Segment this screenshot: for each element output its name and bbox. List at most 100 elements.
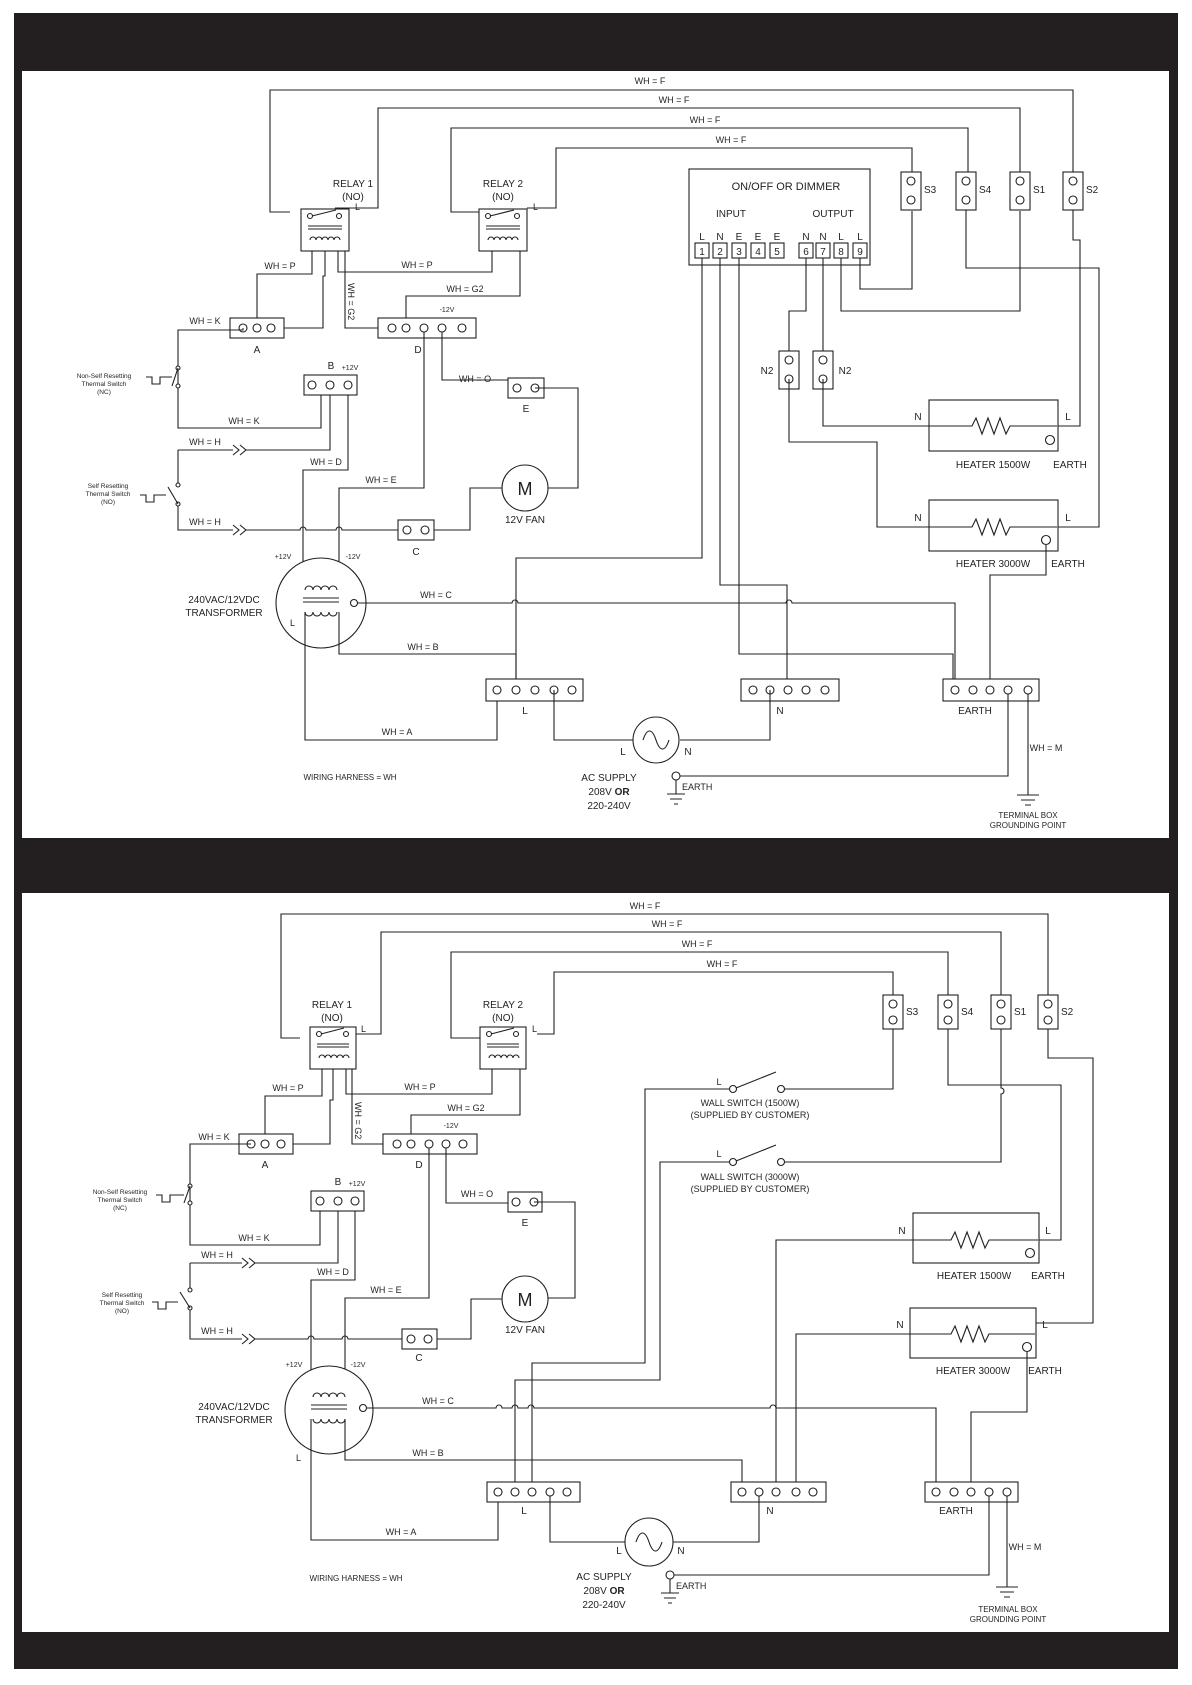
fan-symbol: M: [518, 479, 533, 499]
label2-wh-g2-vertical: WH = G2: [353, 1102, 363, 1139]
relay2-1-title: RELAY 1: [312, 1000, 353, 1011]
transformer-l: L: [290, 618, 295, 628]
ground-line2: GROUNDING POINT: [990, 821, 1067, 830]
wire-wh-f-4: [527, 147, 913, 209]
relay2-2-sub: (NO): [492, 1013, 514, 1024]
heater3000-earth: EARTH: [1051, 559, 1085, 570]
heater1500-n: N: [914, 412, 921, 423]
wall3000-l: L: [716, 1149, 721, 1159]
wire-out-9: [859, 211, 913, 290]
label2-wh-p-1: WH = P: [272, 1083, 303, 1093]
strip-earth-label: EARTH: [958, 706, 992, 717]
dimmer-pin-box: [769, 242, 785, 259]
wire-dimmer-n-in: [719, 258, 788, 690]
transformer2-l: L: [296, 1453, 301, 1463]
heater-1500w: N L HEATER 1500W EARTH: [914, 399, 1087, 471]
fan-motor: M 12V FAN: [501, 464, 549, 526]
label2-wh-f-2: WH = F: [652, 919, 683, 929]
diagram-wall-switch: WH = F WH = F WH = F WH = F RELAY 1 (NO)…: [93, 901, 1094, 1624]
switch2-s2-label: S2: [1061, 1007, 1074, 1018]
terminal-strip-earth: EARTH: [942, 678, 1040, 717]
wall3000-line2: (SUPPLIED BY CUSTOMER): [691, 1184, 810, 1194]
transformer2-minus12: -12V: [351, 1362, 366, 1369]
terminal2-strip-n: N: [730, 1481, 827, 1517]
heater2-1500-n: N: [898, 1226, 905, 1237]
label-wh-b: WH = B: [407, 642, 438, 652]
fan2-label: 12V FAN: [505, 1325, 545, 1336]
switch2-s1-label: S1: [1014, 1007, 1027, 1018]
label-wh-m: WH = M: [1030, 743, 1063, 753]
wire-wh-o: [441, 332, 522, 381]
dimmer-pin-number: 9: [857, 247, 863, 258]
wire-wh-f-2: [335, 107, 1021, 209]
wire-wh-m: [1017, 694, 1039, 806]
diagram-dimmer: WH = F WH = F WH = F WH = F RELAY 1 (NO)…: [77, 76, 1100, 830]
wire-wh-k: [177, 328, 322, 429]
heater3000-n: N: [914, 513, 921, 524]
block-c-label: C: [412, 547, 419, 558]
label2-wh-d: WH = D: [317, 1267, 349, 1277]
label-wh-f-3: WH = F: [690, 115, 721, 125]
label2-wh-b: WH = B: [412, 1448, 443, 1458]
ac2-line1: AC SUPPLY: [576, 1572, 632, 1583]
relay2-2-l: L: [532, 1024, 537, 1034]
dimmer-pin-letter: N: [716, 232, 723, 243]
ac2-line2: 208V OR: [583, 1586, 625, 1597]
label-wh-f-4: WH = F: [716, 135, 747, 145]
dimmer-pin-number: 3: [736, 247, 742, 258]
ac2-n: N: [677, 1546, 684, 1557]
block-b-label: B: [328, 361, 335, 372]
block-a-label: A: [254, 345, 261, 356]
transformer-line1: 240VAC/12VDC: [188, 595, 260, 606]
dimmer-pin-letter: E: [774, 232, 781, 243]
switch-s2-label: S2: [1086, 185, 1099, 196]
label-wh-c: WH = C: [420, 590, 452, 600]
terminal2-block-a: A: [238, 1133, 294, 1171]
wire-relay1-a: [278, 251, 326, 329]
terminal-block-c: C: [397, 519, 435, 558]
wire-wh-p-2: [337, 251, 493, 273]
heater2-3000-earth: EARTH: [1028, 1366, 1062, 1377]
switch-s4: S4: [955, 171, 992, 211]
block2-c-label: C: [415, 1353, 422, 1364]
switch2-s3: S3: [882, 994, 919, 1030]
strip2-earth-label: EARTH: [939, 1506, 973, 1517]
label-wh-f-1: WH = F: [635, 76, 666, 86]
wire-s4-heater3000: [965, 210, 1100, 528]
block2-e-label: E: [522, 1218, 529, 1229]
terminal2-block-d: D -12V: [382, 1123, 478, 1171]
label2-wh-f-1: WH = F: [630, 901, 661, 911]
wire-ac-earth: [680, 694, 1009, 777]
fan2-motor: M 12V FAN: [501, 1275, 549, 1336]
fan2-symbol: M: [518, 1290, 533, 1310]
switch-s3-label: S3: [924, 185, 937, 196]
thermal-no-line3: (NO): [101, 499, 115, 506]
strip-n-label: N: [776, 706, 783, 717]
block2-b-label: B: [335, 1177, 342, 1188]
wire-wh-f-1: [269, 89, 1074, 213]
ac-line1: AC SUPPLY: [581, 773, 637, 784]
wire-wh-p-1: [256, 251, 313, 318]
wire-wh-d: [302, 395, 349, 590]
panel-dimmer-wiring: [22, 71, 1169, 838]
heater2-1500-l: L: [1045, 1226, 1051, 1237]
strip2-l-label: L: [521, 1506, 527, 1517]
wire-s2-heater1500: [1057, 210, 1081, 427]
thermal2-no-line2: Thermal Switch: [100, 1300, 145, 1307]
block2-d-label: D: [415, 1160, 422, 1171]
label2-wh-h-2: WH = H: [201, 1326, 233, 1336]
relay-1-l: L: [355, 202, 360, 212]
wire-wh-c: [358, 599, 956, 690]
relay2-2: RELAY 2 (NO) L: [479, 1000, 537, 1070]
dimmer-unit: ON/OFF OR DIMMER INPUT OUTPUT L1N2E3E4E5…: [688, 168, 871, 266]
transformer: +12V -12V 240VAC/12VDC TRANSFORMER L: [185, 554, 367, 649]
ac-line3: 220-240V: [587, 801, 631, 812]
dimmer-pin-letter: L: [838, 232, 844, 243]
n2-block-1: N2: [761, 350, 800, 390]
wall1500-line2: (SUPPLIED BY CUSTOMER): [691, 1110, 810, 1120]
terminal2-strip-earth: EARTH: [924, 1481, 1019, 1517]
wall1500-l: L: [716, 1077, 721, 1087]
terminal-block-b: B +12V: [303, 361, 359, 396]
ac-ground-symbol: [667, 780, 685, 805]
